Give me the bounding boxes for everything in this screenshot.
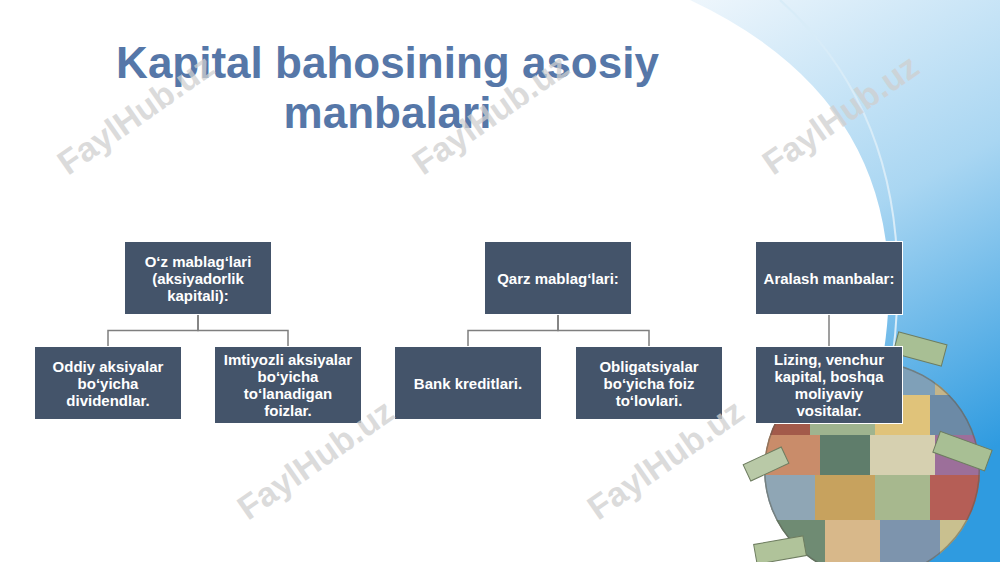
watermark: FaylHub.uz [755, 47, 926, 183]
box-text: O‘z mablag‘lari (aksiyadorlik kapitali): [131, 253, 265, 304]
connector-line [558, 315, 649, 346]
connector-line [829, 315, 830, 346]
watermark: FaylHub.uz [50, 47, 221, 183]
flying-banknotes [743, 332, 992, 562]
category-box: O‘z mablag‘lari (aksiyadorlik kapitali): [124, 241, 272, 315]
box-text: Aralash manbalar: [764, 270, 895, 287]
box-text: Oddiy aksiyalar bo‘yicha dividendlar. [41, 358, 175, 409]
watermark: FaylHub.uz [230, 392, 401, 528]
category-box: Obligatsiyalar bo‘yicha foiz to‘lovlari. [575, 346, 723, 420]
category-box: Aralash manbalar: [755, 241, 903, 315]
box-text: Qarz mablag‘lari: [497, 270, 619, 287]
category-box: Oddiy aksiyalar bo‘yicha dividendlar. [34, 346, 182, 420]
watermark: FaylHub.uz [580, 392, 751, 528]
box-text: Imtiyozli aksiyalar bo‘yicha to‘lanadiga… [221, 351, 355, 419]
box-text: Bank kreditlari. [414, 375, 522, 392]
category-box: Qarz mablag‘lari: [484, 241, 632, 315]
watermark: FaylHub.uz [405, 47, 576, 183]
connector-line [108, 315, 198, 346]
blue-band [690, 0, 1000, 562]
category-box: Bank kreditlari. [394, 346, 542, 420]
category-box: Imtiyozli aksiyalar bo‘yicha to‘lanadiga… [214, 346, 362, 424]
slide-title: Kapital bahosining asosiy manbalari [100, 38, 675, 138]
category-box: Lizing, venchur kapital, boshqa moliyavi… [755, 346, 903, 424]
connector-line [468, 315, 558, 346]
box-text: Obligatsiyalar bo‘yicha foiz to‘lovlari. [582, 358, 716, 409]
connector-line [198, 315, 288, 346]
box-text: Lizing, venchur kapital, boshqa moliyavi… [762, 351, 896, 419]
